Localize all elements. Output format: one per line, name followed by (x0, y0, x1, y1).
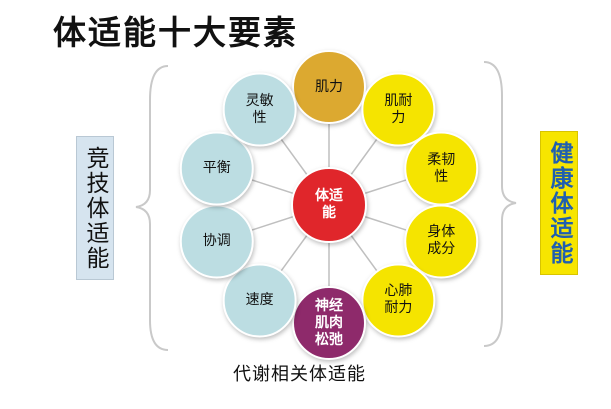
node-label-pingheng: 平衡 (202, 160, 231, 177)
health-fitness-label: 健康体适能 (540, 131, 578, 275)
node-circle-jili (292, 50, 366, 124)
center-label: 体适 能 (315, 188, 343, 221)
node-label-lingmin: 灵敏 性 (245, 92, 274, 126)
node-circle-pingheng (179, 131, 254, 206)
competitive-fitness-label: 竞技体适能 (76, 136, 114, 280)
node-label-shenjing: 神经 肌肉 松弛 (315, 297, 343, 348)
node-label-xinfei: 心肺 耐力 (384, 283, 413, 317)
node-circle-shenti (404, 204, 479, 279)
right-brace (483, 61, 517, 347)
node-label-shenti: 身体 成分 (427, 224, 456, 258)
node-circle-shenjing (292, 286, 366, 360)
node-circle-jinaili (361, 72, 436, 147)
node-label-xietiao: 协调 (202, 232, 231, 249)
node-label-jinaili: 肌耐 力 (384, 92, 413, 126)
node-label-jili: 肌力 (315, 78, 343, 95)
metabolic-fitness-label: 代谢相关体适能 (233, 364, 366, 385)
page-title: 体适能十大要素 (53, 13, 298, 52)
node-circle-lingmin (222, 72, 297, 147)
left-brace (135, 65, 169, 351)
center-circle (291, 167, 367, 243)
node-label-rouren: 柔韧 性 (427, 151, 456, 185)
node-label-sudu: 速度 (245, 291, 274, 308)
node-circle-sudu (222, 263, 297, 338)
node-circle-xinfei (361, 263, 436, 338)
